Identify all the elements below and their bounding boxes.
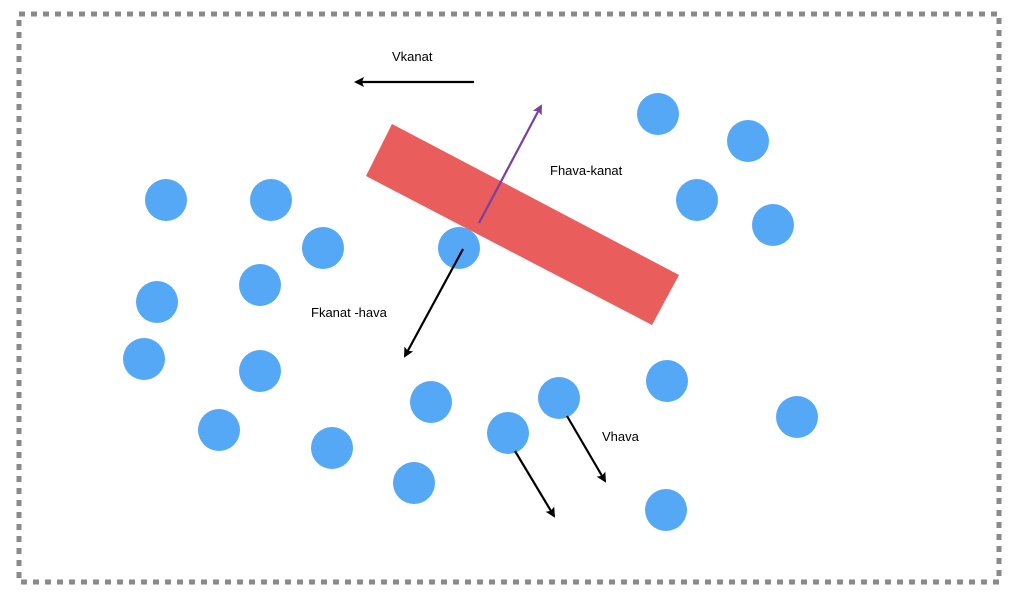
force-air-on-wing-arrow bbox=[478, 104, 542, 224]
air-particle bbox=[645, 489, 687, 531]
air-particle bbox=[646, 360, 688, 402]
air-particle bbox=[311, 427, 353, 469]
air-particle bbox=[676, 179, 718, 221]
air-velocity-arrow bbox=[514, 450, 556, 518]
air-particle bbox=[637, 93, 679, 135]
air-particle bbox=[250, 179, 292, 221]
force-wing-on-air-label: Fkanat -hava bbox=[311, 305, 388, 320]
wing-velocity-label: Vkanat bbox=[392, 49, 433, 64]
air-particle bbox=[239, 264, 281, 306]
air-particle bbox=[198, 409, 240, 451]
air-particle bbox=[727, 120, 769, 162]
air-particle bbox=[123, 338, 165, 380]
air-particle bbox=[487, 412, 529, 454]
air-particle bbox=[438, 227, 480, 269]
air-particle bbox=[752, 204, 794, 246]
wing-shape bbox=[366, 124, 679, 325]
air-particles bbox=[123, 93, 818, 531]
air-particle bbox=[393, 462, 435, 504]
air-velocity-arrow bbox=[566, 415, 607, 483]
air-particle bbox=[410, 381, 452, 423]
dashed-frame bbox=[16, 11, 1002, 585]
air-particle bbox=[145, 179, 187, 221]
air-particle bbox=[776, 396, 818, 438]
force-wing-on-air-arrow bbox=[404, 248, 464, 358]
air-particle bbox=[538, 377, 580, 419]
air-particle bbox=[136, 281, 178, 323]
force-air-on-wing-label: Fhava-kanat bbox=[550, 163, 623, 178]
air-particle bbox=[239, 350, 281, 392]
air-particle bbox=[302, 227, 344, 269]
air-velocity-label: Vhava bbox=[602, 429, 640, 444]
